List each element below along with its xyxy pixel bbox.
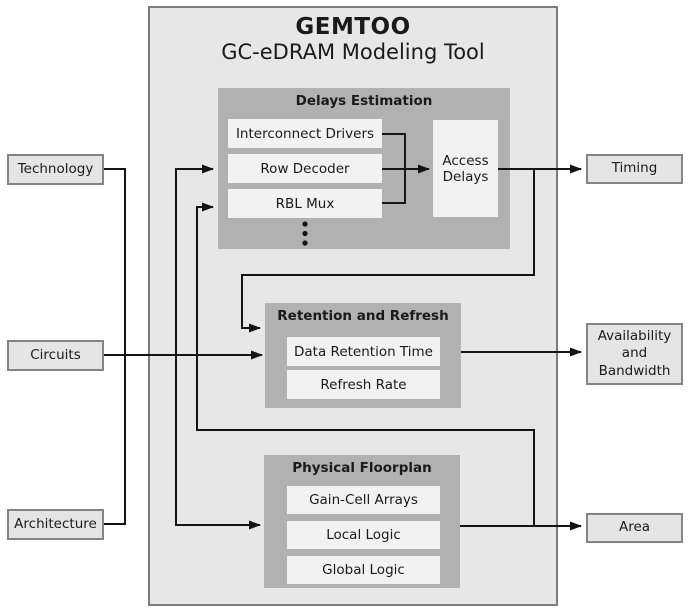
- block-access-delays: Access Delays: [433, 120, 498, 217]
- output-timing: Timing: [586, 154, 683, 184]
- diagram-title: GEMTOO: [295, 14, 411, 40]
- module-physical-floorplan: Physical Floorplan Gain-Cell Arrays Loca…: [264, 455, 460, 588]
- block-global-logic: Global Logic: [287, 556, 440, 584]
- output-availability-bandwidth: Availability and Bandwidth: [586, 323, 683, 385]
- block-row-decoder: Row Decoder: [228, 154, 382, 183]
- input-circuits: Circuits: [7, 340, 104, 371]
- input-technology: Technology: [7, 154, 104, 185]
- diagram-subtitle: GC-eDRAM Modeling Tool: [221, 40, 485, 64]
- block-data-retention-time: Data Retention Time: [287, 337, 440, 366]
- block-gain-cell-arrays: Gain-Cell Arrays: [287, 486, 440, 514]
- module-delays-estimation: Delays Estimation Interconnect Drivers R…: [218, 88, 510, 249]
- module-retention-title: Retention and Refresh: [277, 308, 449, 324]
- block-local-logic: Local Logic: [287, 521, 440, 549]
- output-area: Area: [586, 513, 683, 543]
- module-delays-title: Delays Estimation: [295, 93, 433, 109]
- technology-architecture-merge-line: [104, 168, 126, 525]
- module-floorplan-title: Physical Floorplan: [292, 460, 432, 476]
- block-interconnect-drivers: Interconnect Drivers: [228, 119, 382, 148]
- block-refresh-rate: Refresh Rate: [287, 370, 440, 399]
- module-retention-refresh: Retention and Refresh Data Retention Tim…: [265, 303, 461, 408]
- input-architecture: Architecture: [7, 509, 104, 540]
- block-rbl-mux: RBL Mux: [228, 189, 382, 218]
